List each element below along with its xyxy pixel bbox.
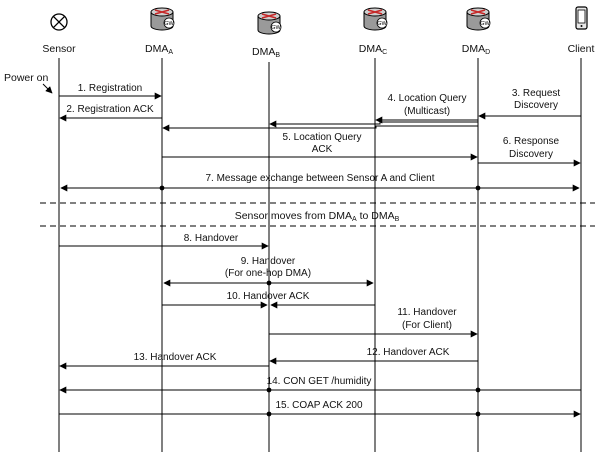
msg-8-label: 8. Handover bbox=[184, 233, 239, 244]
gateway-badge-text: GW bbox=[480, 21, 490, 27]
lifelines bbox=[58, 58, 582, 452]
msg-14-label: 14. CON GET /humidity bbox=[267, 376, 372, 387]
section-separator bbox=[40, 202, 595, 227]
msg-15-label: 15. COAP ACK 200 bbox=[275, 400, 363, 411]
arrow-4-location-query-to-b bbox=[269, 120, 478, 128]
msg-11-label-line2: (For Client) bbox=[402, 320, 452, 331]
msg-4-label-line1: 4. Location Query bbox=[388, 93, 467, 104]
arrow-4-location-query-to-a bbox=[162, 124, 478, 132]
msg-7-label: 7. Message exchange between Sensor A and… bbox=[205, 173, 434, 184]
msg-13-label: 13. Handover ACK bbox=[134, 352, 217, 363]
entity-label-dma-d: DMAD bbox=[462, 43, 490, 56]
gateway-router-icon: GW bbox=[257, 11, 282, 35]
entity-label-dma-b: DMAB bbox=[252, 46, 280, 59]
gateway-router-icon: GW bbox=[150, 7, 175, 31]
msg-10-label: 10. Handover ACK bbox=[227, 291, 310, 302]
msg-5-label-line1: 5. Location Query bbox=[283, 132, 362, 143]
entity-label-dma-c: DMAC bbox=[359, 43, 387, 56]
exchange-junction-dots bbox=[159, 185, 481, 191]
msg-2-label: 2. Registration ACK bbox=[66, 104, 154, 115]
msg-11-label-line1: 11. Handover bbox=[397, 307, 457, 318]
entity-label-dma-a: DMAA bbox=[145, 43, 173, 56]
msg-6-label-line2: Discovery bbox=[509, 149, 553, 160]
gateway-router-icon: GW bbox=[466, 7, 491, 31]
msg-12-label: 12. Handover ACK bbox=[367, 347, 450, 358]
msg-9-label-line1: 9. Handover bbox=[241, 256, 296, 267]
gateway-router-icon: GW bbox=[363, 7, 388, 31]
entity-label-client: Client bbox=[568, 43, 595, 55]
msg-3-label-line1: 3. Request bbox=[512, 88, 561, 99]
msg-9-label-line2: (For one-hop DMA) bbox=[225, 268, 311, 279]
junction-dots bbox=[266, 280, 481, 417]
sensor-icon bbox=[50, 13, 68, 31]
power-on-arrow bbox=[42, 83, 53, 94]
msg-4-label-line2: (Multicast) bbox=[404, 106, 450, 117]
entity-label-sensor: Sensor bbox=[42, 43, 76, 55]
section-note: Sensor moves from DMAA to DMAB bbox=[235, 210, 400, 223]
msg-1-label: 1. Registration bbox=[78, 83, 142, 94]
msg-5-label-line2: ACK bbox=[312, 144, 333, 155]
gateway-badge-text: GW bbox=[164, 21, 174, 27]
power-on-label: Power on bbox=[4, 72, 49, 84]
msg-3-label-line2: Discovery bbox=[514, 100, 558, 111]
gateway-badge-text: GW bbox=[271, 25, 281, 31]
mobile-phone-icon bbox=[575, 6, 588, 30]
msg-6-label-line1: 6. Response bbox=[503, 136, 560, 147]
gateway-badge-text: GW bbox=[377, 21, 387, 27]
